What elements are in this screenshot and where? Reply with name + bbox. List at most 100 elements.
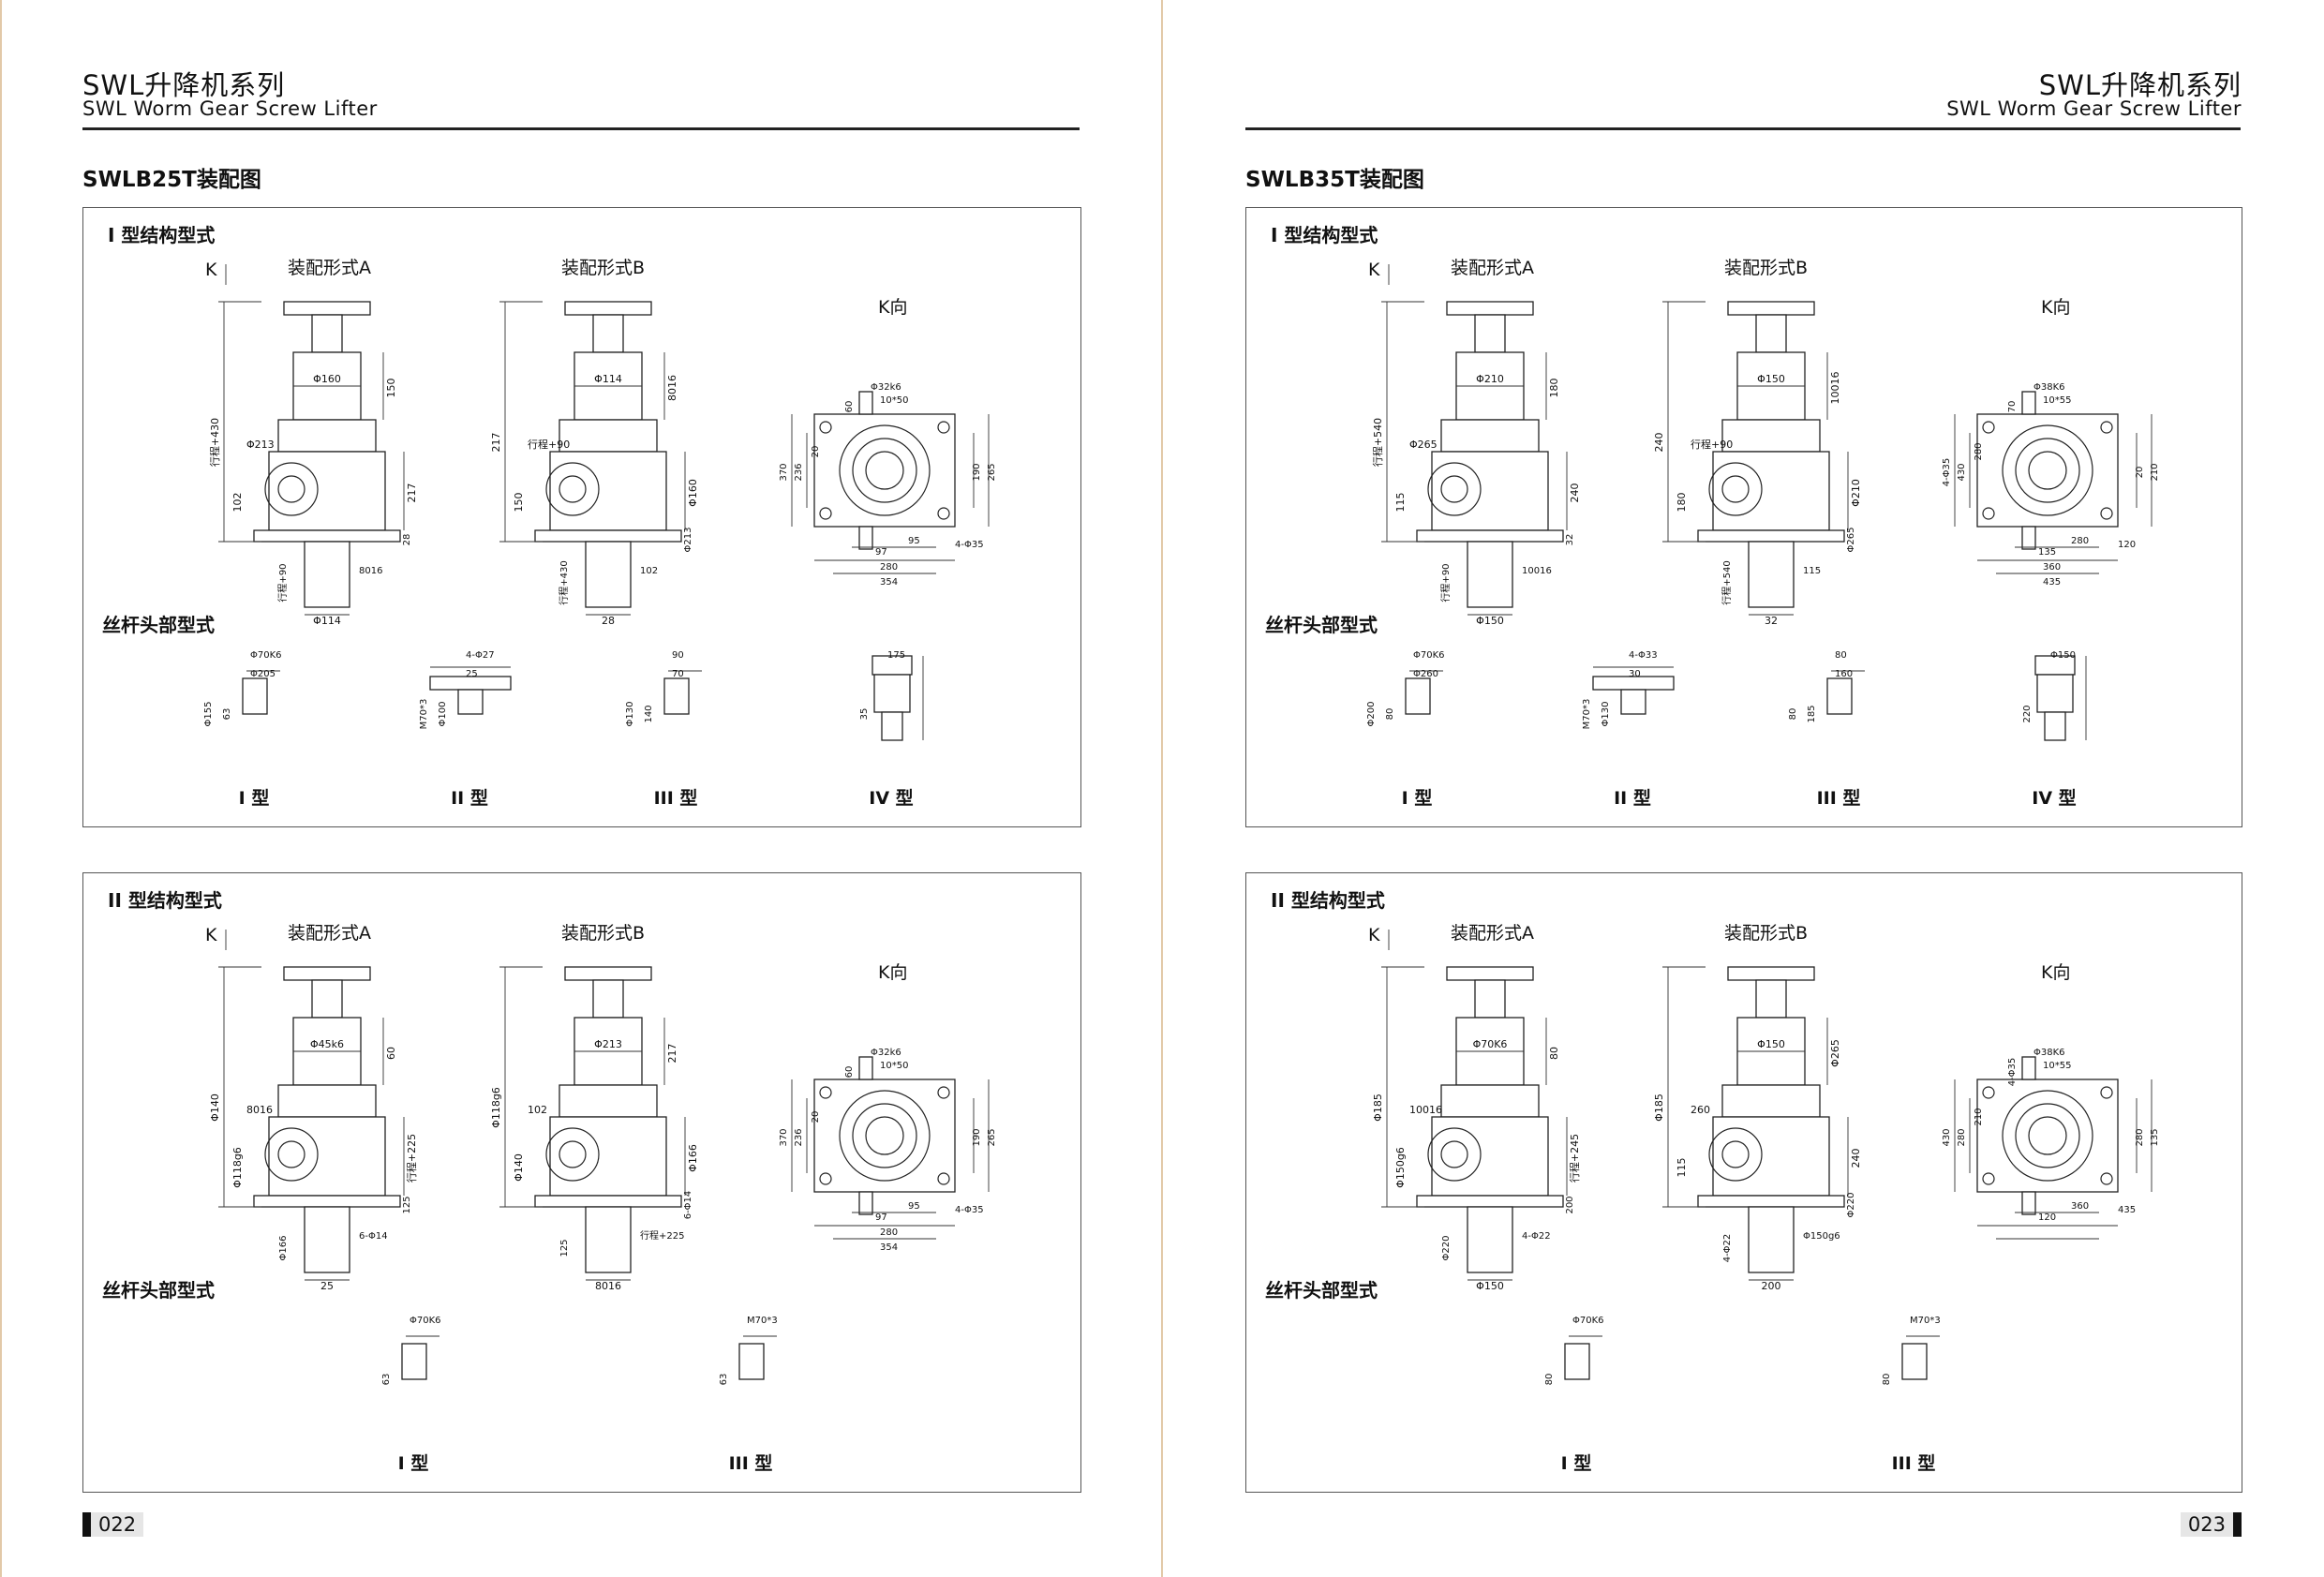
dimension-label: 4-Φ22 [1722, 1234, 1733, 1263]
kview-worm-shaft [858, 1056, 873, 1080]
screw-head-type3 [1826, 677, 1853, 715]
screw-head-type-label: III 型 [729, 1452, 773, 1474]
worm-shaft-circle [545, 462, 600, 516]
panel-title: II 型结构型式 [1271, 889, 1385, 912]
lead-screw [592, 979, 624, 1019]
dimension-label: 行程+90 [1691, 439, 1733, 451]
page-edge-left [0, 0, 2, 1577]
dimension-label: 63 [381, 1374, 392, 1386]
kview-housing [1976, 413, 2119, 528]
dimension-label: Φ166 [687, 1144, 699, 1172]
dimension-label: Φ150 [1476, 615, 1504, 627]
screw-head-type-label: III 型 [654, 787, 698, 809]
worm-shaft-circle [264, 462, 319, 516]
worm-shaft-bore [559, 1140, 587, 1168]
dimension-label: 120 [2038, 1213, 2056, 1223]
base-plate [253, 1195, 401, 1208]
dimension-label: 90 [672, 650, 684, 661]
base-plate [253, 529, 401, 543]
mount-flange [1440, 1084, 1540, 1118]
screw-head-body [457, 689, 484, 715]
kview-bolt-hole [819, 507, 832, 520]
dimension-label: 354 [880, 577, 898, 588]
page-number-text: 023 [2180, 1512, 2233, 1537]
protective-tube [585, 1206, 632, 1273]
screw-head-section-title: 丝杆头部型式 [1265, 614, 1378, 636]
dimension-label: 217 [490, 433, 502, 453]
kview-worm-shaft-end [858, 526, 873, 550]
screw-head-type-label: III 型 [1817, 787, 1861, 809]
page-number-bar [2233, 1512, 2242, 1537]
base-plate [1697, 529, 1845, 543]
screw-head-type-label: II 型 [451, 787, 488, 809]
dimension-label: 8016 [595, 1280, 621, 1292]
mount-flange [1721, 1084, 1821, 1118]
dimension-label: Φ70K6 [410, 1316, 441, 1326]
dimension-label: 10*50 [880, 1061, 908, 1071]
panel-title: II 型结构型式 [108, 889, 222, 912]
dimension-label: 135 [2150, 1128, 2160, 1146]
assembly-form-b-label: 装配形式B [561, 923, 645, 944]
screw-head-type1 [1405, 677, 1431, 715]
mount-flange [277, 1084, 377, 1118]
k-direction-label: K [205, 925, 217, 945]
page-number: 022 [82, 1512, 144, 1537]
dimension-label: 102 [640, 566, 658, 576]
dimension-label: 125 [559, 1239, 570, 1257]
dimension-label: 430 [1957, 463, 1967, 481]
gearbox-housing [1431, 451, 1549, 531]
dimension-label: 200 [1762, 1280, 1781, 1292]
dimension-label: Φ70K6 [1473, 1038, 1508, 1050]
dimension-label: 175 [887, 650, 905, 661]
dimension-label: 240 [1569, 484, 1581, 503]
dimension-label: Φ150 [1757, 1038, 1785, 1050]
dimension-label: 435 [2118, 1205, 2136, 1215]
dimension-label: 180 [1676, 493, 1688, 513]
k-direction-label: K [1368, 260, 1380, 280]
dimension-label: Φ210 [1850, 479, 1862, 507]
dimension-label: 200 [1565, 1196, 1575, 1213]
dimension-label: Φ118g6 [231, 1147, 244, 1188]
kview-bolt-hole [819, 1172, 832, 1185]
lead-screw [311, 979, 343, 1019]
kview-outer-circle [2002, 424, 2093, 516]
dimension-label: 220 [2022, 705, 2033, 722]
top-flange [564, 966, 652, 981]
dimension-label: 430 [1942, 1128, 1952, 1146]
dimension-label: 70 [2007, 401, 2018, 413]
k-view-label: K向 [2041, 962, 2070, 983]
mount-flange [1440, 419, 1540, 453]
kview-bolt-hole [1982, 421, 1995, 434]
series-title: SWL升降机系列 [2038, 69, 2242, 101]
dimension-label: 265 [987, 1128, 997, 1146]
dimension-label: 63 [719, 1374, 729, 1386]
dimension-label: Φ185 [1653, 1093, 1665, 1122]
dimension-label: 20 [811, 446, 821, 458]
dimension-label: 80 [1548, 1047, 1560, 1060]
dimension-label: 70 [672, 669, 684, 679]
dimension-label: Φ213 [594, 1038, 622, 1050]
worm-shaft-circle [1708, 462, 1763, 516]
worm-shaft-circle [1708, 1127, 1763, 1182]
kview-housing [813, 1079, 956, 1193]
dimension-label: 4-Φ22 [1522, 1231, 1551, 1242]
gearbox-housing [1712, 451, 1830, 531]
dimension-label: Φ140 [513, 1153, 525, 1182]
protective-tube [1467, 1206, 1513, 1273]
top-flange [564, 301, 652, 316]
k-direction-label: K [1368, 925, 1380, 945]
lead-screw [1755, 314, 1787, 353]
k-view-label: K向 [2041, 297, 2070, 318]
dimension-label: 125 [402, 1196, 412, 1213]
kview-middle-circle [852, 438, 917, 503]
worm-shaft-bore [277, 475, 305, 503]
dimension-label: Φ150 [2050, 650, 2076, 661]
dimension-label: M70*3 [1910, 1316, 1941, 1326]
dimension-label: 10016 [1522, 566, 1552, 576]
kview-worm-shaft-end [2021, 526, 2036, 550]
top-flange [1446, 301, 1534, 316]
kview-bolt-hole [2100, 507, 2113, 520]
dimension-label: 97 [875, 547, 887, 558]
dimension-label: 95 [908, 1201, 920, 1212]
